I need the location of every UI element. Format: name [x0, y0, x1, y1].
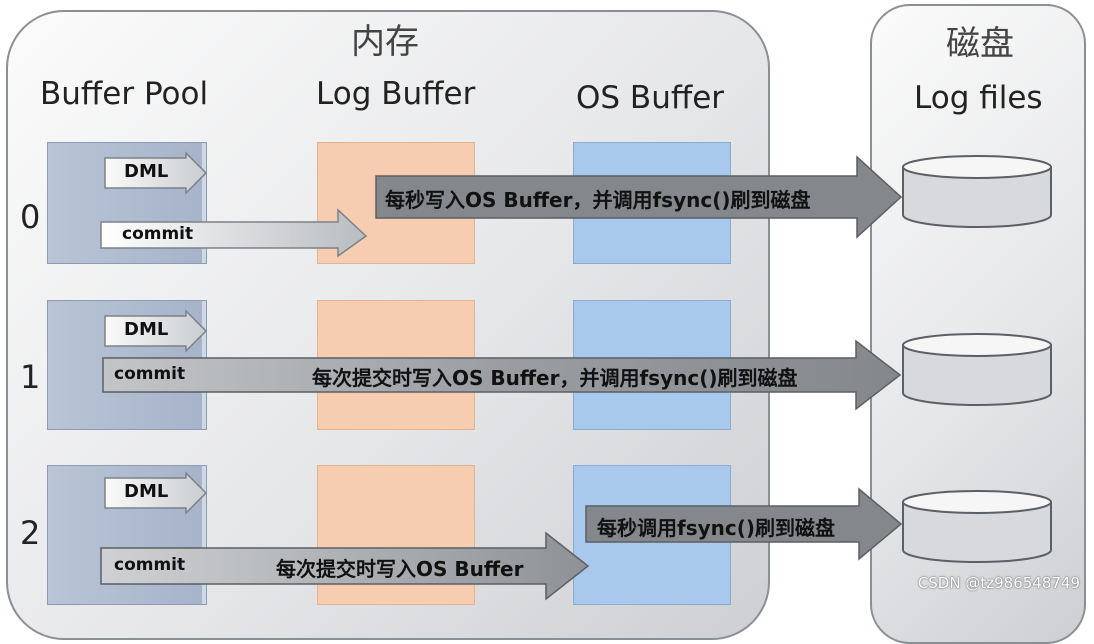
log-file-disk-0-icon — [902, 155, 1052, 234]
commit-flush-arrow-1: commit 每次提交时写入OS Buffer，并调用fsync()刷到磁盘 — [102, 339, 902, 411]
commit-write-label-2: 每次提交时写入OS Buffer — [276, 557, 524, 581]
flush-arrow-0: 每秒写入OS Buffer，并调用fsync()刷到磁盘 — [375, 155, 903, 239]
commit-label-2: commit — [114, 555, 186, 575]
row-label-0: 0 — [20, 198, 41, 236]
log-file-disk-2-icon — [902, 490, 1052, 569]
dml-label-2: DML — [124, 481, 169, 502]
commit-arrow-2: commit 每次提交时写入OS Buffer — [100, 531, 590, 601]
flush-label-2: 每秒调用fsync()刷到磁盘 — [597, 516, 836, 540]
buffer-pool-header: Buffer Pool — [40, 76, 209, 112]
flush-label-1: 每次提交时写入OS Buffer，并调用fsync()刷到磁盘 — [312, 366, 798, 390]
disk-title: 磁盘 — [946, 24, 1014, 64]
log-file-disk-1-icon — [902, 333, 1052, 412]
os-buffer-header: OS Buffer — [576, 80, 725, 116]
dml-label-0: DML — [124, 161, 169, 182]
commit-label-1: commit — [114, 364, 186, 384]
dml-arrow-0: DML — [104, 151, 208, 195]
commit-label-0: commit — [122, 224, 194, 244]
flush-label-0: 每秒写入OS Buffer，并调用fsync()刷到磁盘 — [385, 188, 811, 212]
memory-title: 内存 — [351, 22, 419, 62]
log-buffer-header: Log Buffer — [316, 76, 476, 112]
dml-arrow-1: DML — [104, 309, 208, 353]
dml-label-1: DML — [124, 319, 169, 340]
flush-arrow-2: 每秒调用fsync()刷到磁盘 — [585, 487, 903, 561]
commit-arrow-0: commit — [100, 208, 368, 258]
dml-arrow-2: DML — [104, 471, 208, 515]
row-label-1: 1 — [20, 358, 41, 396]
csdn-watermark: CSDN @tz986548749 — [917, 574, 1080, 592]
row-label-2: 2 — [20, 514, 41, 552]
log-files-header: Log files — [914, 80, 1043, 116]
